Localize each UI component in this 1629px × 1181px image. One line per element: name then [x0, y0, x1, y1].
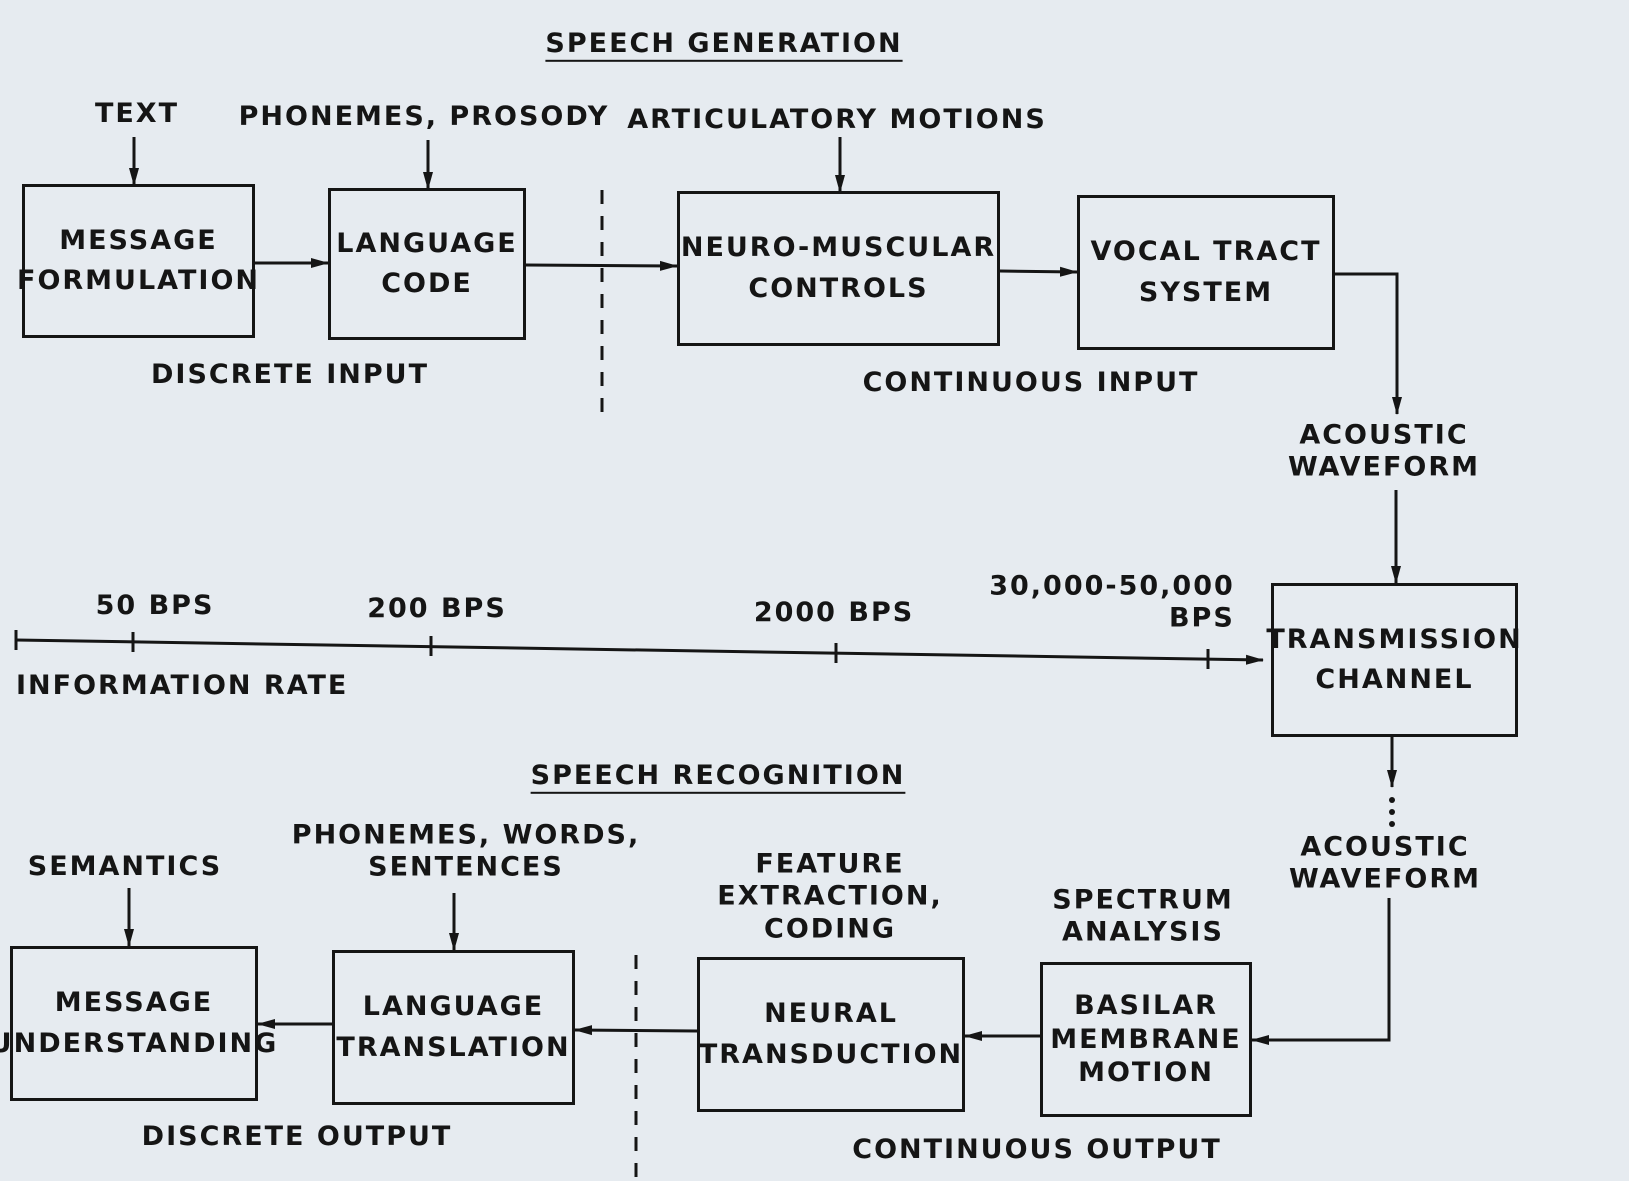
arrow-code-to-neuro	[525, 260, 678, 271]
speech-recognition-title: SPEECH RECOGNITION	[530, 759, 906, 791]
speech-generation-title: SPEECH GENERATION	[545, 27, 903, 59]
label-spectrum-analysis: SPECTRUM ANALYSIS	[1052, 884, 1234, 948]
label-discrete-input: DISCRETE INPUT	[151, 358, 429, 390]
label-discrete-output: DISCRETE OUTPUT	[141, 1120, 453, 1152]
rate-label-30000: 30,000-50,000 BPS	[989, 570, 1235, 634]
label-articulatory-motions: ARTICULATORY MOTIONS	[627, 103, 1047, 135]
box-neural-transduction: NEURAL TRANSDUCTION	[697, 957, 965, 1112]
box-language-translation: LANGUAGE TRANSLATION	[332, 950, 575, 1105]
channel-continuation-dots	[1389, 797, 1395, 827]
box-message-understanding: MESSAGE UNDERSTANDING	[0, 946, 276, 1101]
label-phonemes-prosody: PHONEMES, PROSODY	[238, 100, 610, 132]
label-acoustic-waveform-bottom: ACOUSTIC WAVEFORM	[1288, 831, 1482, 895]
rate-label-50: 50 BPS	[95, 589, 215, 621]
arrow-neural-to-translation	[574, 1025, 698, 1036]
rate-label-200: 200 BPS	[367, 592, 507, 624]
rate-axis	[15, 638, 1264, 665]
label-semantics: SEMANTICS	[27, 850, 223, 882]
box-transmission-channel: TRANSMISSION CHANNEL	[1266, 583, 1521, 737]
information-rate-label: INFORMATION RATE	[16, 669, 349, 701]
label-feature-extraction: FEATURE EXTRACTION, CODING	[717, 848, 943, 945]
box-neuro-muscular-controls: NEURO-MUSCULAR CONTROLS	[677, 191, 1000, 346]
box-vocal-tract-system: VOCAL TRACT SYSTEM	[1077, 195, 1335, 350]
arrow-neuro-to-vocal	[999, 266, 1078, 277]
label-text: TEXT	[94, 97, 180, 129]
arrow-acoustic-to-basilar	[1251, 898, 1391, 1045]
box-message-formulation: MESSAGE FORMULATION	[17, 184, 258, 338]
label-continuous-input: CONTINUOUS INPUT	[862, 366, 1200, 398]
rate-label-2000: 2000 BPS	[753, 596, 915, 628]
label-continuous-output: CONTINUOUS OUTPUT	[852, 1133, 1222, 1165]
box-basilar-membrane-motion: BASILAR MEMBRANE MOTION	[1040, 962, 1252, 1117]
arrow-vocal-to-acoustic	[1335, 272, 1402, 415]
label-acoustic-waveform-top: ACOUSTIC WAVEFORM	[1287, 419, 1481, 483]
box-language-code: LANGUAGE CODE	[328, 188, 526, 340]
label-phonemes-words-sentences: PHONEMES, WORDS, SENTENCES	[291, 819, 641, 883]
